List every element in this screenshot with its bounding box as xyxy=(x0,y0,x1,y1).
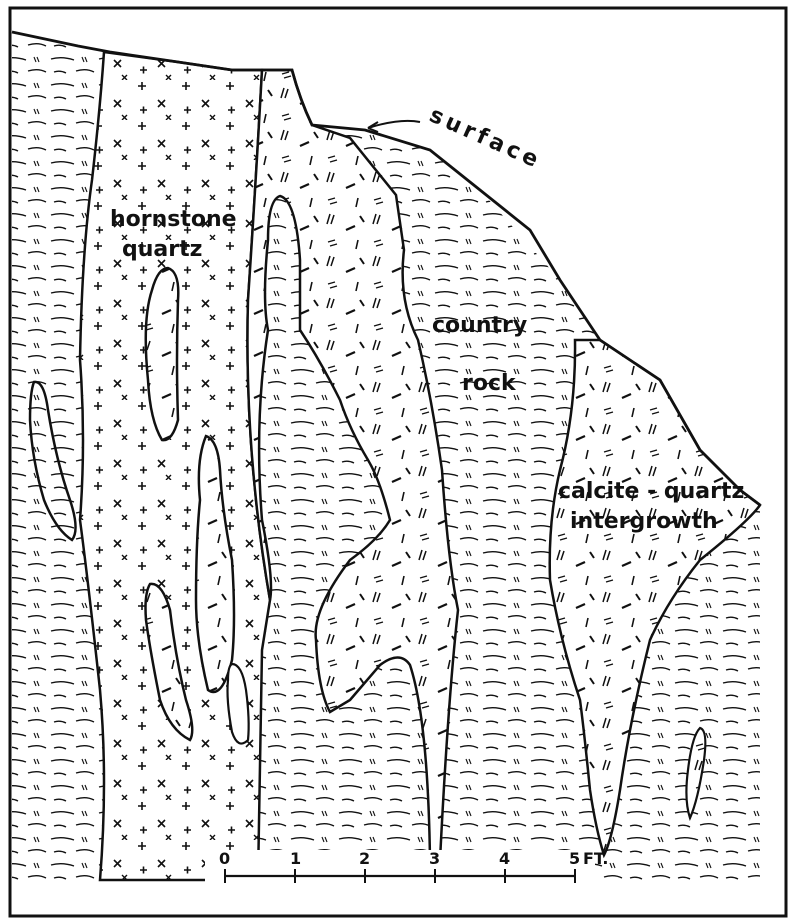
scale-unit: FT. xyxy=(583,849,609,868)
calcite-label-line1: calcite - quartz xyxy=(558,479,744,504)
hornstone-label-line1: hornstone xyxy=(110,207,237,232)
scale-tick-0: 0 xyxy=(219,849,230,868)
country-rock-label-line2: rock xyxy=(462,371,517,396)
country-rock-label-line1: country xyxy=(432,313,527,338)
scale-tick-3: 3 xyxy=(429,849,440,868)
scale-bar: 0 1 2 3 4 5 FT. xyxy=(205,849,609,896)
scale-tick-1: 1 xyxy=(290,849,301,868)
calcite-label-line2: intergrowth xyxy=(570,509,718,534)
hornstone-label-line2: quartz xyxy=(122,237,202,262)
scale-tick-2: 2 xyxy=(359,849,370,868)
scale-tick-4: 4 xyxy=(499,849,510,868)
scale-tick-5: 5 xyxy=(569,849,580,868)
